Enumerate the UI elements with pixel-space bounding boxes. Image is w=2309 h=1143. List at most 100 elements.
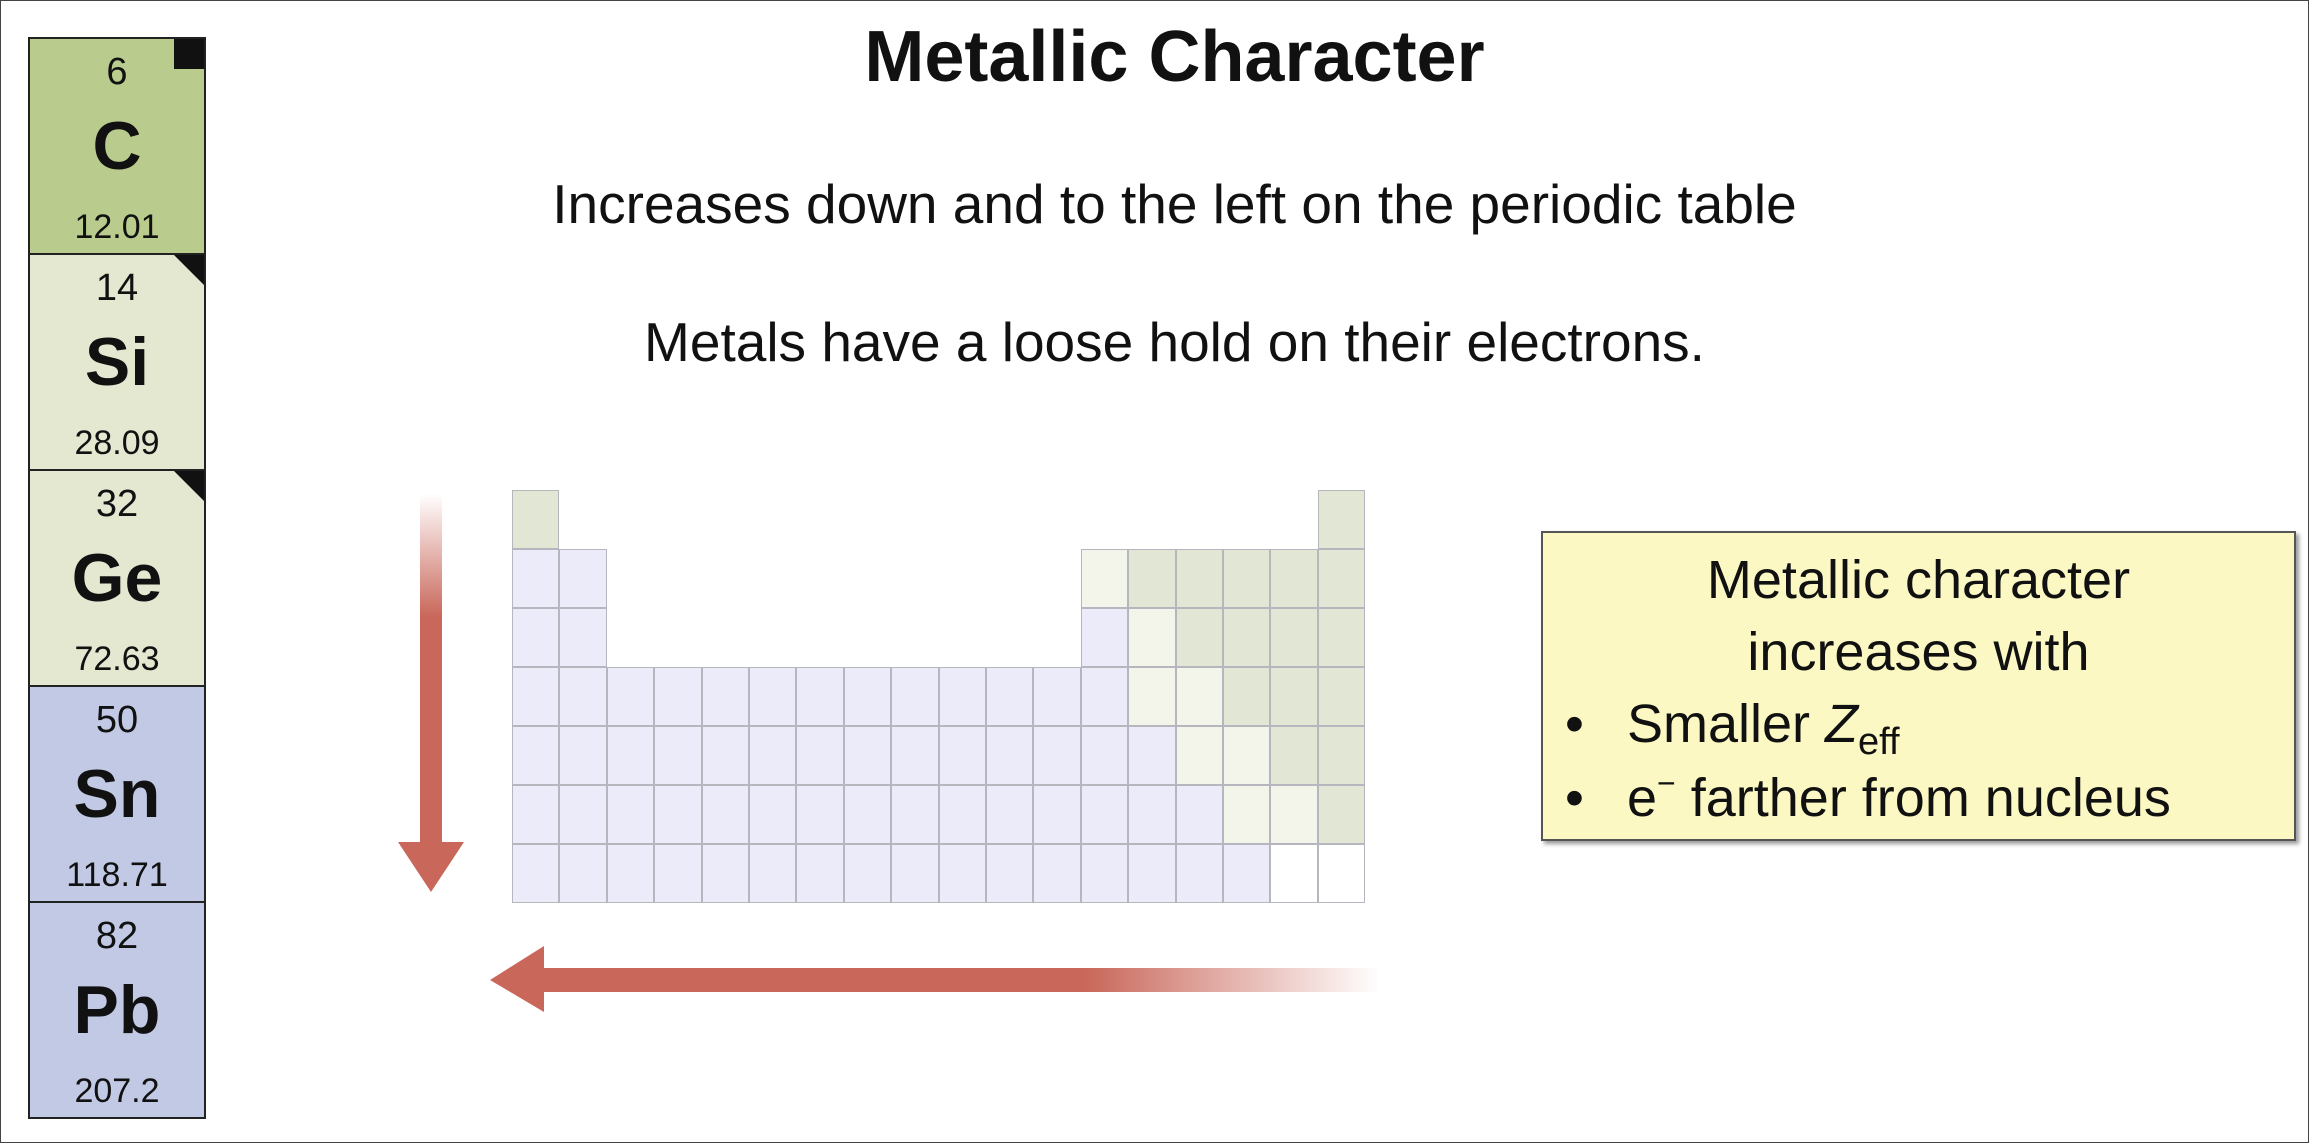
atomic-number: 6 [106, 51, 128, 93]
info-heading-line2: increases with [1747, 622, 2090, 682]
periodic-cell [796, 844, 844, 903]
periodic-cell [512, 549, 560, 608]
periodic-cell [1175, 726, 1223, 785]
bullet-icon: • [1565, 768, 1584, 828]
element-tile-germanium: 32 Ge 72.63 [30, 471, 204, 687]
periodic-cell [843, 726, 892, 785]
bullet-icon: • [1565, 694, 1584, 754]
element-symbol: Si [84, 324, 150, 400]
element-symbol: C [92, 108, 142, 184]
periodic-cell [1223, 608, 1271, 667]
periodic-cell [1317, 844, 1366, 903]
periodic-cell [512, 608, 560, 667]
periodic-cell [1317, 726, 1366, 785]
periodic-cell [843, 667, 892, 726]
periodic-cell [512, 726, 560, 785]
periodic-cell [1128, 844, 1176, 903]
periodic-cell [1175, 667, 1223, 726]
periodic-cell [1223, 667, 1271, 726]
periodic-cell [891, 844, 939, 903]
periodic-cell [1223, 844, 1271, 903]
periodic-cell [1033, 726, 1081, 785]
bullet-electron-distance: •e− farther from nucleus [1565, 765, 2171, 829]
atomic-mass: 12.01 [74, 208, 160, 246]
element-tile-tin: 50 Sn 118.71 [30, 687, 204, 903]
bullet-zeff: •Smaller Zeff [1565, 693, 1900, 764]
atomic-number: 50 [95, 699, 139, 741]
element-tile-carbon: 6 C 12.01 [30, 39, 204, 255]
element-symbol: Sn [73, 756, 161, 832]
element-symbol: Pb [73, 972, 161, 1048]
periodic-cell [1223, 549, 1271, 608]
periodic-cell [1223, 785, 1271, 844]
info-box: Metallic character increases with •Small… [1541, 531, 2296, 841]
periodic-cell [701, 667, 749, 726]
periodic-cell [1270, 667, 1318, 726]
periodic-cell [1080, 785, 1129, 844]
subtitle-electrons: Metals have a loose hold on their electr… [644, 311, 1705, 373]
periodic-cell [512, 844, 560, 903]
periodic-cell [606, 726, 655, 785]
square-marker-icon [174, 39, 204, 69]
periodic-cell [1270, 785, 1318, 844]
atomic-mass: 72.63 [74, 640, 160, 678]
periodic-cell [1270, 844, 1318, 903]
periodic-cell [749, 667, 797, 726]
periodic-cell [606, 785, 655, 844]
arrow-left-icon [490, 946, 1380, 1012]
periodic-cell [1317, 490, 1366, 549]
periodic-cell [1175, 549, 1223, 608]
periodic-cell [1033, 667, 1081, 726]
periodic-cell [891, 667, 939, 726]
periodic-cell [701, 726, 749, 785]
periodic-cell [559, 549, 607, 608]
periodic-cell [654, 726, 702, 785]
electron-charge: − [1657, 765, 1676, 801]
atomic-mass: 207.2 [74, 1072, 160, 1110]
atomic-mass: 28.09 [74, 424, 160, 462]
periodic-cell [749, 726, 797, 785]
periodic-cell [938, 726, 986, 785]
periodic-cell [938, 844, 986, 903]
slide-title: Metallic Character [864, 17, 1485, 97]
subtitle-trend: Increases down and to the left on the pe… [552, 173, 1797, 235]
periodic-cell [1080, 726, 1129, 785]
periodic-cell [654, 667, 702, 726]
periodic-cell [559, 726, 607, 785]
atomic-number: 14 [95, 267, 139, 309]
periodic-table-diagram [512, 490, 1366, 904]
zeff-symbol: Z [1825, 694, 1859, 754]
periodic-cell [512, 667, 560, 726]
periodic-cell [1033, 785, 1081, 844]
periodic-cell [654, 785, 702, 844]
periodic-cell [1080, 549, 1129, 608]
periodic-cell [796, 726, 844, 785]
element-symbol: Ge [71, 540, 163, 616]
periodic-cell [891, 785, 939, 844]
periodic-cell [1223, 726, 1271, 785]
periodic-cell [1128, 608, 1176, 667]
periodic-cell [559, 844, 607, 903]
periodic-cell [1080, 667, 1129, 726]
zeff-subscript: eff [1858, 721, 1900, 763]
periodic-cell [796, 667, 844, 726]
periodic-cell [1175, 844, 1223, 903]
periodic-cell [606, 844, 655, 903]
periodic-cell [986, 844, 1034, 903]
periodic-cell [606, 667, 655, 726]
periodic-cell [1270, 549, 1318, 608]
element-column: 6 C 12.01 14 Si 28.09 32 Ge 72.63 50 Sn … [28, 37, 206, 1119]
periodic-cell [1317, 608, 1366, 667]
periodic-cell [843, 785, 892, 844]
periodic-cell [559, 785, 607, 844]
periodic-cell [986, 667, 1034, 726]
periodic-cell [986, 726, 1034, 785]
periodic-cell [938, 785, 986, 844]
triangle-marker-icon [174, 471, 204, 501]
atomic-number: 32 [95, 483, 139, 525]
periodic-cell [512, 490, 560, 549]
periodic-cell [701, 844, 749, 903]
periodic-cell [843, 844, 892, 903]
periodic-cell [1317, 549, 1366, 608]
periodic-cell [749, 844, 797, 903]
